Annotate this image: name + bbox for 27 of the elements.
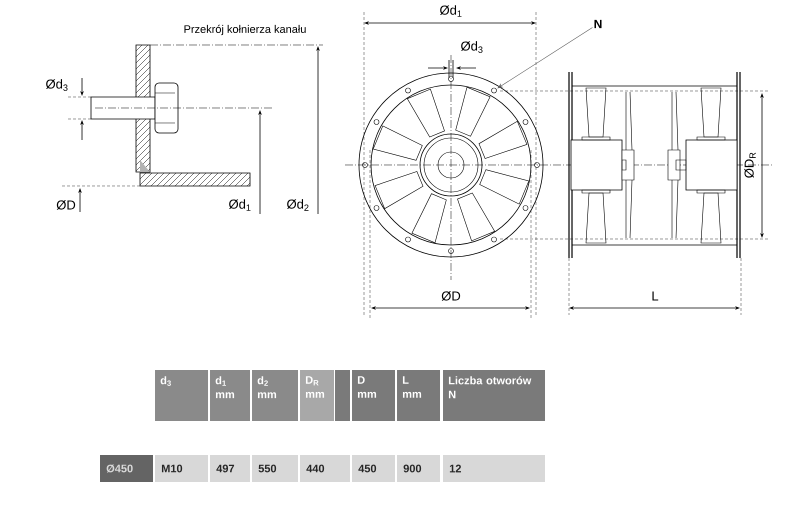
dimension-label: ØD$_{R}$ xyxy=(744,152,756,178)
table-header-cell: Liczba otworów N xyxy=(443,370,545,421)
table-header-cell: d$_{2}$ mm xyxy=(252,370,298,421)
table-cell: Ø450 xyxy=(100,455,153,482)
table-cell: 440 xyxy=(300,455,350,482)
dimension-label: Ød$_{1}$ xyxy=(440,5,462,17)
dimension-label: Ød$_{3}$ xyxy=(46,79,68,91)
table-cell: 497 xyxy=(210,455,250,482)
dimension-label: Ød$_{1}$ xyxy=(229,199,250,211)
table-cell: 900 xyxy=(397,455,440,482)
table-header-cell: D$_{R}$ mm xyxy=(300,370,334,421)
table-cell: 12 xyxy=(443,455,545,482)
dimension-label: ØD xyxy=(442,291,460,301)
table-cell: 450 xyxy=(352,455,395,482)
table-header-cell: D mm xyxy=(352,370,395,421)
dimension-label: Ød$_{3}$ xyxy=(461,41,483,53)
table-header-cell: L mm xyxy=(397,370,440,421)
caption-text: Przekrój kołnierza kanału xyxy=(184,24,306,36)
callout-letter: N xyxy=(594,20,602,28)
dimension-label: ØD xyxy=(56,200,76,210)
table-cell: M10 xyxy=(155,455,208,482)
table-header-cell: d$_{1}$ mm xyxy=(210,370,250,421)
bolt-hole xyxy=(491,88,497,94)
dimension-label: L xyxy=(652,292,658,300)
table-header-cell: d$_{3}$ xyxy=(155,370,208,421)
table-cell: 550 xyxy=(252,455,298,482)
dimension-label: Ød$_{2}$ xyxy=(287,199,308,211)
